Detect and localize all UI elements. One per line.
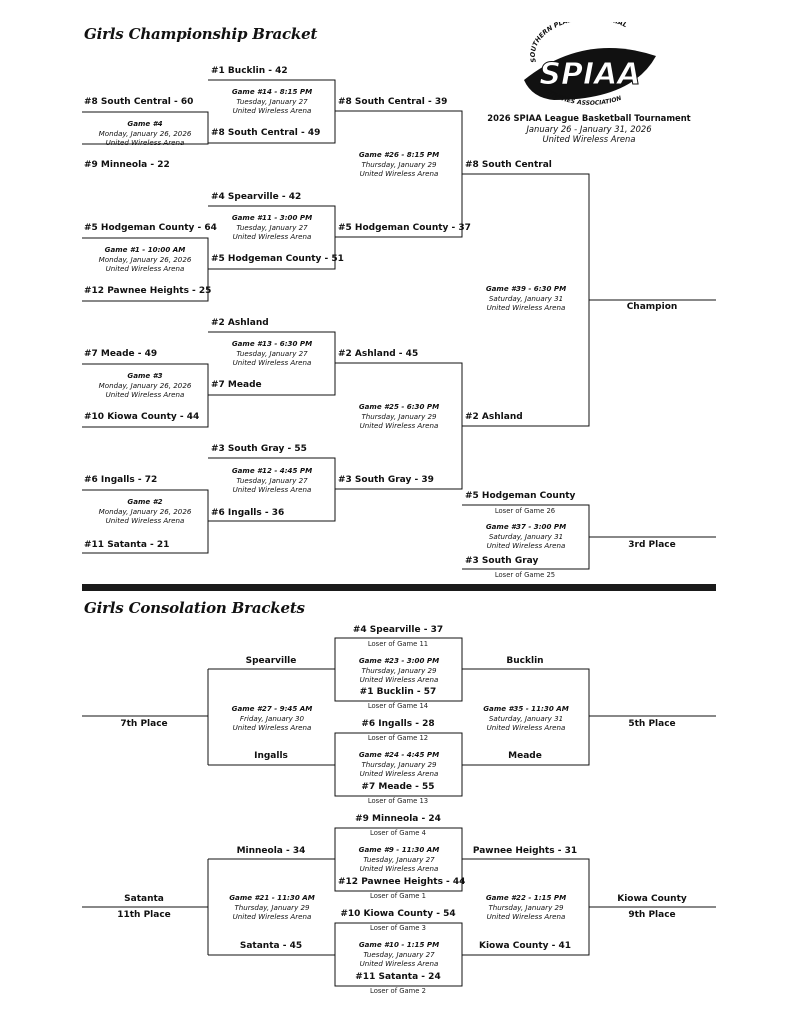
- team-slot: #2 Ashland: [465, 412, 523, 422]
- championship-title: Girls Championship Bracket: [84, 25, 318, 43]
- team-slot: #2 Ashland: [211, 318, 269, 328]
- team-slot: Kiowa County - 41: [478, 941, 572, 951]
- team-slot: #2 Ashland - 45: [338, 349, 419, 359]
- team-slot: #9 Minneola - 24: [355, 814, 441, 824]
- seventh-place-label: 7th Place: [120, 719, 168, 729]
- section-divider: [82, 584, 716, 591]
- team-slot: #4 Spearville - 37: [352, 625, 444, 635]
- tournament-name: 2026 SPIAA League Basketball Tournament: [487, 113, 691, 123]
- team-slot: #6 Ingalls - 28: [361, 719, 435, 729]
- consolation-title: Girls Consolation Brackets: [84, 599, 305, 617]
- loser-note: Loser of Game 12: [367, 734, 429, 742]
- loser-note: Loser of Game 14: [367, 702, 429, 710]
- team-slot: Ingalls: [254, 751, 288, 761]
- team-slot: #6 Ingalls - 36: [211, 508, 285, 518]
- team-slot: Meade: [508, 751, 542, 761]
- loser-note: Loser of Game 25: [494, 571, 556, 579]
- team-slot: #7 Meade - 55: [361, 782, 435, 792]
- loser-note: Loser of Game 26: [494, 507, 556, 515]
- fifth-place-label: 5th Place: [628, 719, 676, 729]
- loser-note: Loser of Game 11: [367, 640, 429, 648]
- ninth-place-team: Kiowa County: [617, 894, 687, 904]
- team-slot: #3 South Gray - 55: [211, 444, 307, 454]
- tournament-venue: United Wireless Arena: [542, 134, 636, 144]
- champion-label: Champion: [626, 302, 678, 312]
- loser-note: Loser of Game 3: [370, 924, 426, 932]
- team-slot: #5 Hodgeman County: [465, 491, 576, 501]
- spiaa-logo: SOUTHERN PLAINS INDUSTRIAL SPIAA ACTIVIT…: [524, 22, 656, 107]
- team-slot: #11 Satanta - 21: [84, 540, 170, 550]
- logo-main: SPIAA: [539, 57, 640, 92]
- loser-note: Loser of Game 2: [370, 987, 426, 995]
- eleventh-place-label: 11th Place: [117, 910, 171, 920]
- team-slot: #1 Bucklin - 57: [359, 687, 437, 697]
- team-slot: #4 Spearville - 42: [211, 192, 302, 202]
- team-slot: Minneola - 34: [236, 846, 306, 856]
- team-slot: #12 Pawnee Heights - 44: [338, 877, 466, 887]
- team-slot: #8 South Central - 49: [211, 128, 321, 138]
- team-slot: #10 Kiowa County - 54: [340, 909, 456, 919]
- team-slot: #12 Pawnee Heights - 25: [84, 286, 212, 296]
- team-slot: #6 Ingalls - 72: [84, 475, 158, 485]
- team-slot: Pawnee Heights - 31: [472, 846, 578, 856]
- team-slot: #3 South Gray - 39: [338, 475, 434, 485]
- team-slot: #5 Hodgeman County - 37: [338, 223, 471, 233]
- team-slot: Spearville: [245, 656, 297, 666]
- team-slot: #9 Minneola - 22: [84, 160, 170, 170]
- team-slot: #3 South Gray: [465, 556, 539, 566]
- team-slot: #1 Bucklin - 42: [211, 66, 288, 76]
- team-slot: #5 Hodgeman County - 51: [211, 254, 344, 264]
- team-slot: Bucklin: [506, 656, 544, 666]
- team-slot: #7 Meade - 49: [84, 349, 158, 359]
- third-place-label: 3rd Place: [628, 540, 676, 550]
- loser-note: Loser of Game 4: [370, 829, 426, 837]
- tournament-dates: January 26 - January 31, 2026: [526, 123, 652, 134]
- tournament-info: 2026 SPIAA League Basketball Tournament …: [484, 113, 694, 145]
- team-slot: #8 South Central - 39: [338, 97, 448, 107]
- eleventh-place-team: Satanta: [124, 894, 164, 904]
- team-slot: #5 Hodgeman County - 64: [84, 223, 217, 233]
- team-slot: #7 Meade: [211, 380, 262, 390]
- team-slot: #10 Kiowa County - 44: [84, 412, 200, 422]
- loser-note: Loser of Game 13: [367, 797, 429, 805]
- team-slot: #8 South Central: [465, 160, 552, 170]
- team-slot: #8 South Central - 60: [84, 97, 194, 107]
- team-slot: #11 Satanta - 24: [355, 972, 441, 982]
- team-slot: Satanta - 45: [239, 941, 303, 951]
- ninth-place-label: 9th Place: [628, 910, 676, 920]
- loser-note: Loser of Game 1: [370, 892, 426, 900]
